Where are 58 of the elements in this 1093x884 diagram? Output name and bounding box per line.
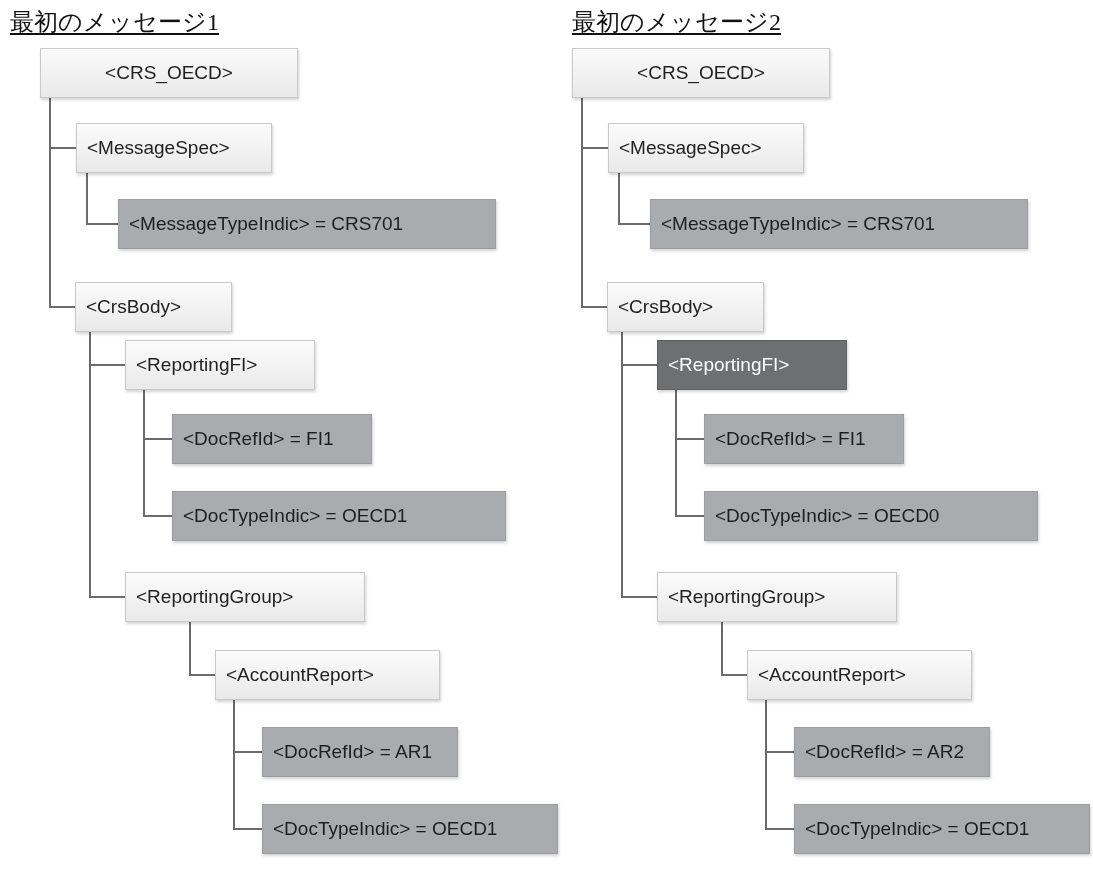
connector-line	[621, 331, 658, 598]
connector-line	[49, 97, 76, 308]
element-name: <DocTypeIndic> = OECD1	[805, 818, 1030, 840]
element-name: <MessageTypeIndic> = CRS701	[661, 213, 936, 235]
element-name: <ReportingGroup>	[136, 586, 294, 608]
connector-line	[86, 172, 119, 225]
element-box	[607, 282, 764, 332]
element-name: <DocRefId> = AR1	[273, 741, 432, 763]
element-box	[40, 48, 298, 98]
element-name: <DocRefId> = FI1	[183, 428, 334, 450]
element-name: <DocTypeIndic> = OECD1	[183, 505, 408, 527]
element-box	[76, 123, 272, 173]
element-name: <CrsBody>	[86, 296, 182, 318]
heading: 最初のメッセージ1	[10, 8, 219, 37]
element-box	[262, 727, 458, 777]
element-name: <CRS_OECD>	[105, 62, 233, 84]
connector-line	[675, 389, 705, 517]
element-box	[657, 572, 897, 622]
connector-line	[233, 699, 263, 830]
element-name: <MessageTypeIndic> = CRS701	[129, 213, 404, 235]
element-box	[125, 572, 365, 622]
element-box	[704, 491, 1038, 541]
connector-line	[89, 331, 126, 598]
connector-line	[618, 172, 651, 225]
element-box	[118, 199, 496, 249]
element-name: <ReportingFI>	[136, 354, 258, 376]
element-name: <DocTypeIndic> = OECD1	[273, 818, 498, 840]
element-box	[172, 414, 372, 464]
heading: 最初のメッセージ2	[572, 8, 781, 37]
connector-line	[143, 389, 173, 517]
element-name: <AccountReport>	[226, 664, 374, 686]
connector-line	[189, 621, 216, 676]
element-box	[747, 650, 972, 700]
element-box	[657, 340, 847, 390]
element-name: <AccountReport>	[758, 664, 906, 686]
element-box	[75, 282, 232, 332]
element-name: <MessageSpec>	[619, 137, 762, 159]
element-box	[608, 123, 804, 173]
element-name: <CrsBody>	[618, 296, 714, 318]
element-name: <ReportingGroup>	[668, 586, 826, 608]
element-name: <DocRefId> = AR2	[805, 741, 964, 763]
connector-line	[721, 621, 748, 676]
element-box	[794, 804, 1090, 854]
element-box	[704, 414, 904, 464]
element-box	[215, 650, 440, 700]
element-box	[125, 340, 315, 390]
connector-line	[765, 699, 795, 830]
element-box	[794, 727, 990, 777]
element-name: <DocTypeIndic> = OECD0	[715, 505, 940, 527]
element-name: <MessageSpec>	[87, 137, 230, 159]
element-box	[572, 48, 830, 98]
element-name: <ReportingFI>	[668, 354, 790, 376]
element-name: <CRS_OECD>	[637, 62, 765, 84]
element-box	[262, 804, 558, 854]
element-name: <DocRefId> = FI1	[715, 428, 866, 450]
connector-line	[581, 97, 608, 308]
element-box	[172, 491, 506, 541]
element-box	[650, 199, 1028, 249]
